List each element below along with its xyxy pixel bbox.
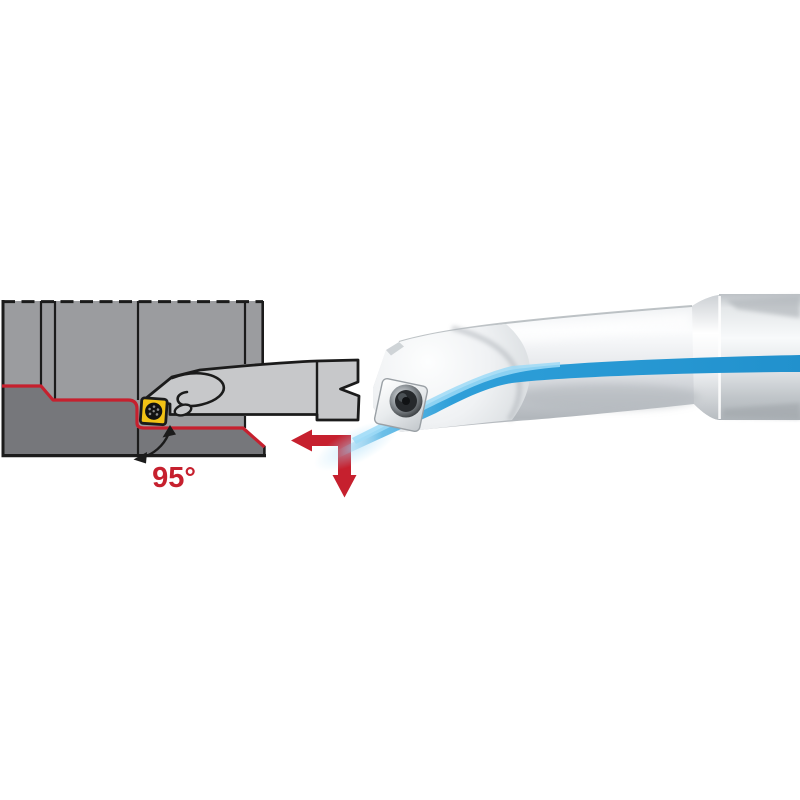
workpiece-core-dark	[2, 386, 265, 456]
workpiece-section-lines	[1, 300, 266, 458]
shank-bottom-shading	[723, 403, 800, 419]
angle-arc-arrow-icon	[133, 425, 176, 464]
shank-top-shading	[726, 296, 800, 318]
head-pocket-curve	[451, 325, 523, 422]
holder-screw-hole	[173, 403, 193, 417]
workpiece-right-block	[245, 301, 263, 365]
boring-bar-product-photo	[313, 294, 800, 472]
angle-label: 95°	[152, 462, 196, 494]
bar-lower-reflection	[516, 384, 700, 410]
torx-dots	[148, 405, 160, 416]
holder-clamp-cutout	[170, 372, 226, 408]
head-chamfer-facet	[386, 342, 404, 356]
boring-bar-cone	[692, 295, 719, 420]
application-diagram: 95°	[1, 300, 361, 498]
tool-holder-side-view	[138, 358, 361, 427]
machined-contour-line	[2, 384, 266, 449]
bar-top-edge-line	[398, 305, 693, 343]
indexable-insert	[138, 396, 169, 427]
boring-bar-insert	[373, 377, 429, 433]
